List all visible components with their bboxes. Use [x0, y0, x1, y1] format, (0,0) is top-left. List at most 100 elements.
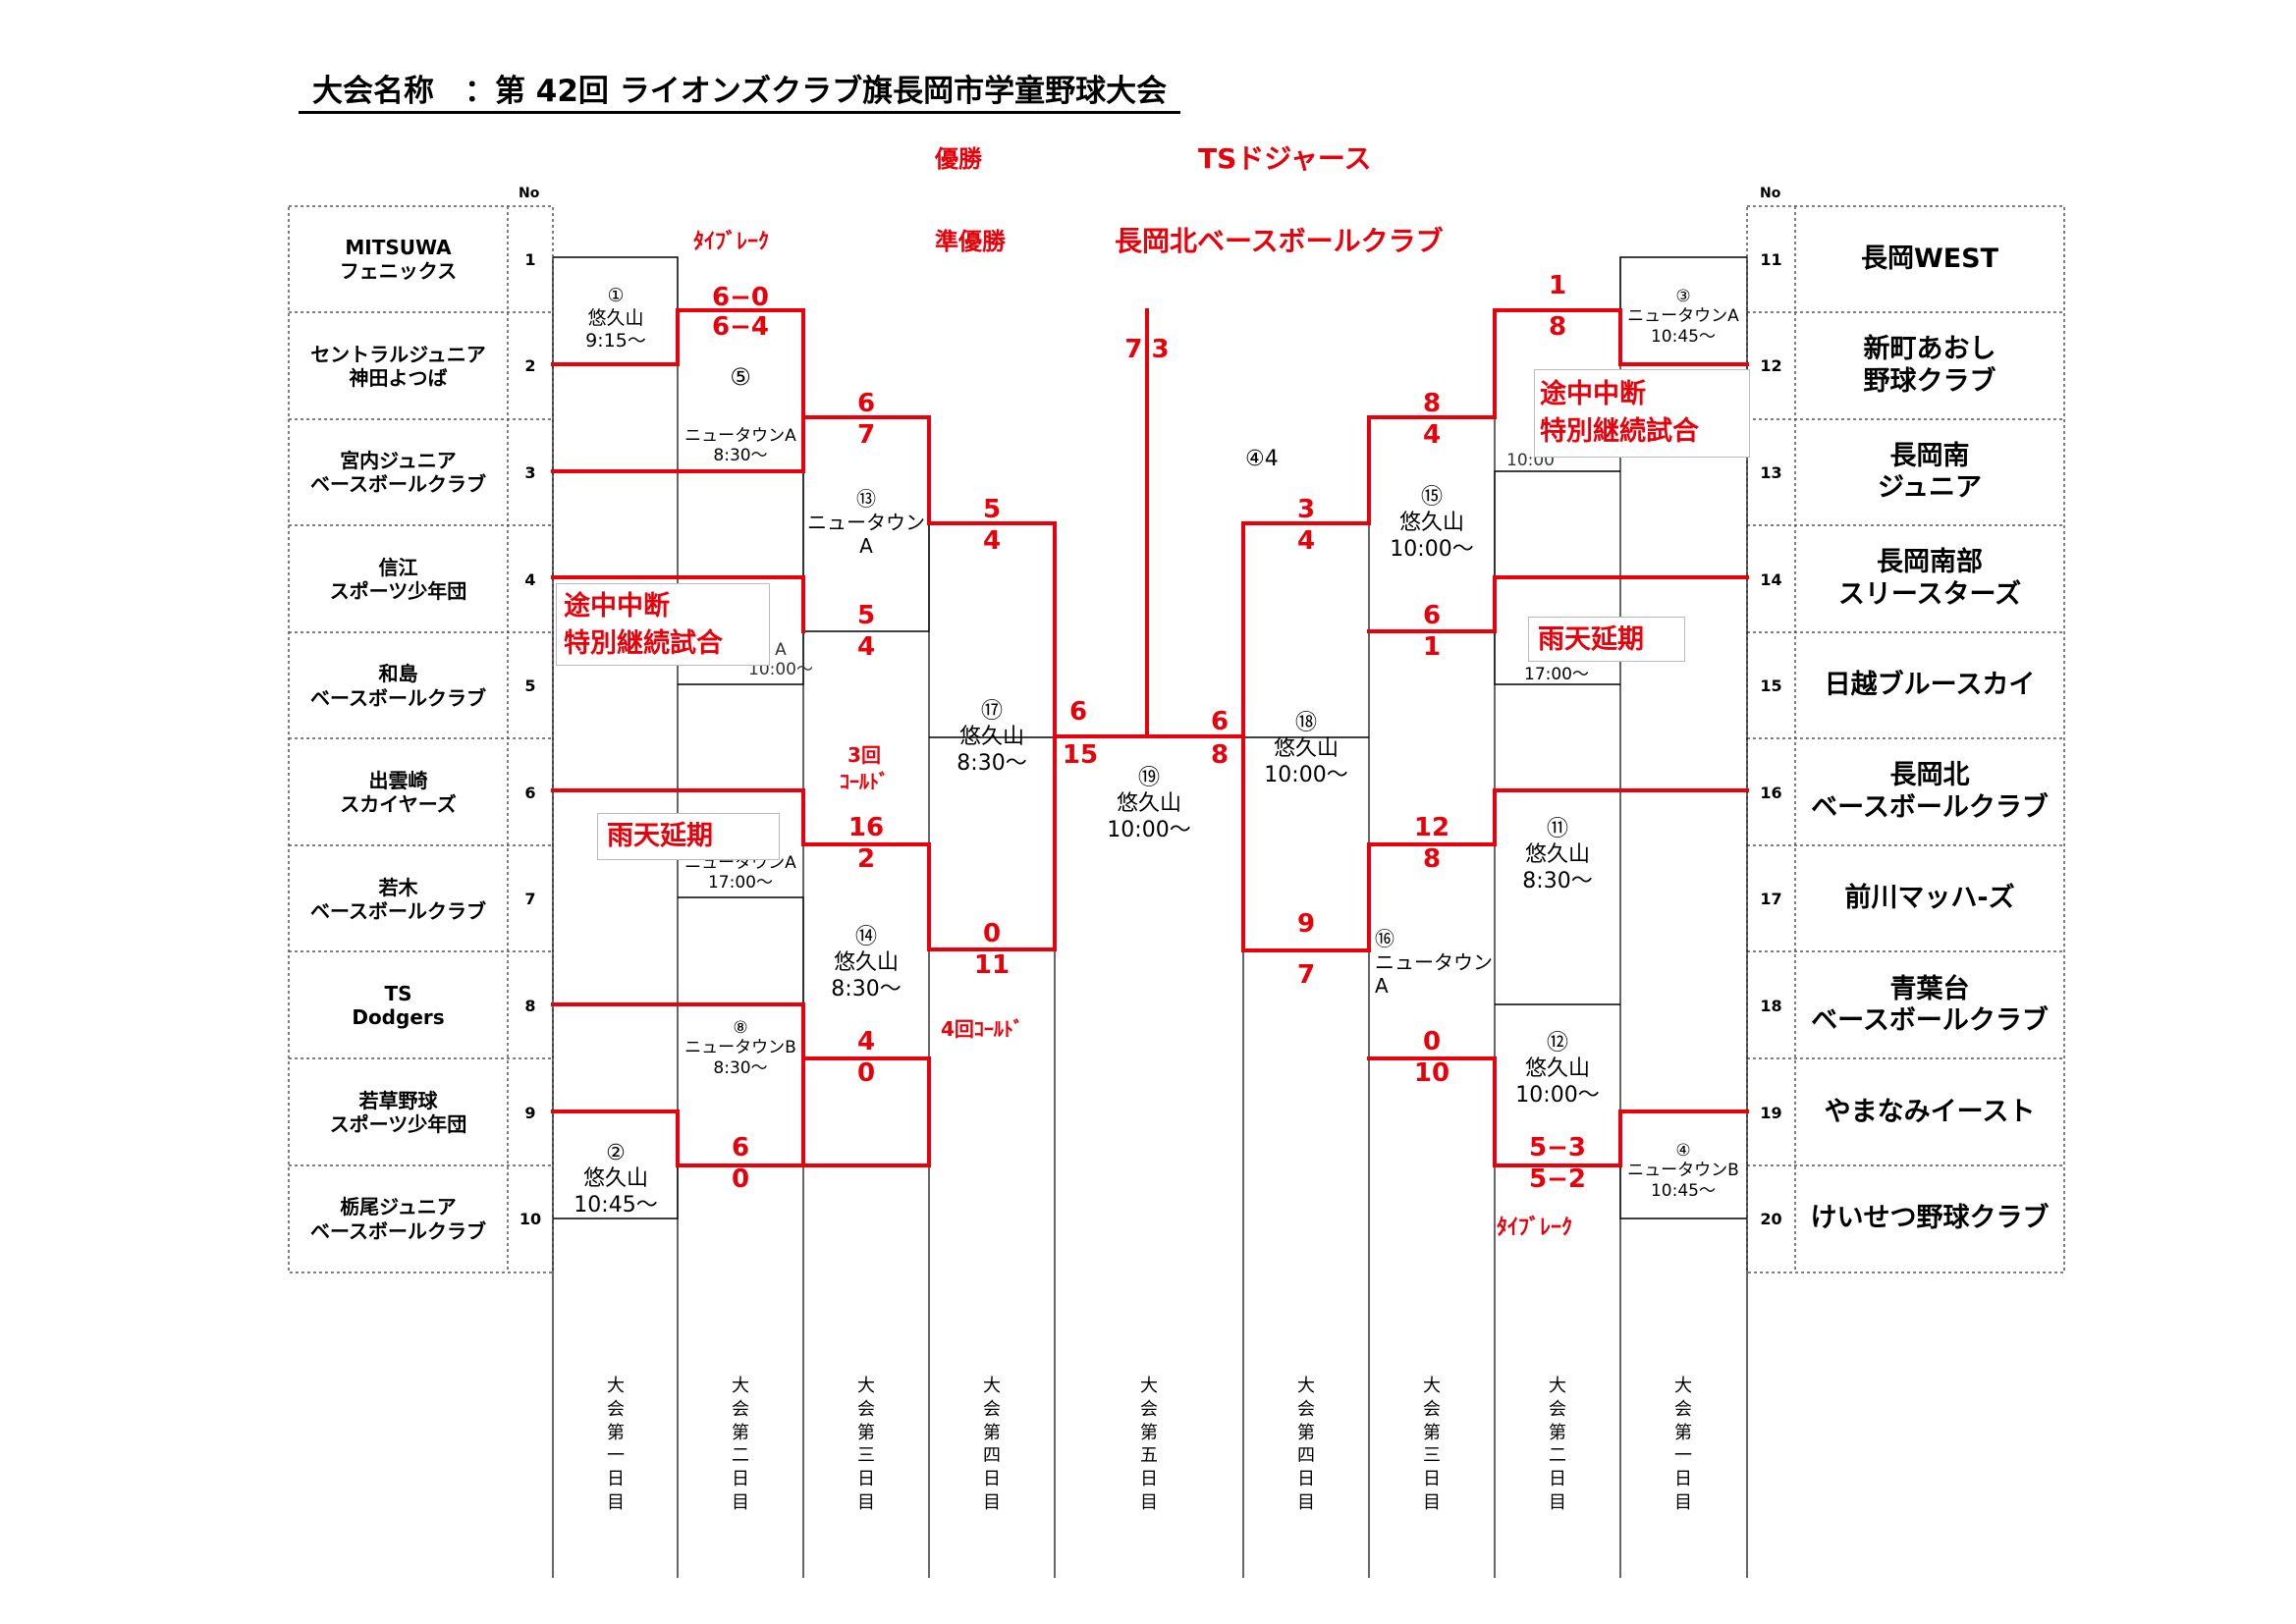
score: 8	[1422, 844, 1442, 874]
score: 0	[856, 1058, 876, 1088]
game-2-label: ② 悠久山 10:45～	[574, 1141, 658, 1218]
game-14-label: ⑭ 悠久山 8:30～	[831, 925, 902, 1001]
suspended-note-right-line2: 特別継続試合	[1540, 416, 1699, 447]
rain-note-left-text: 雨天延期	[607, 821, 713, 851]
right-team-number: 12	[1760, 356, 1782, 376]
left-team-number: 8	[524, 996, 536, 1015]
page-title: 大会名称 ：第 42回 ライオンズクラブ旗長岡市学童野球大会	[299, 77, 1181, 114]
game-4-label: ④ ニュータウンB 10:45～	[1627, 1141, 1739, 1201]
right-team-number: 13	[1760, 462, 1782, 482]
day-label: 大会第二日目	[732, 1376, 749, 1513]
game-15-label: ⑮ 悠久山 10:00～	[1390, 485, 1474, 562]
score: 0	[731, 1164, 750, 1194]
right-team-number: 15	[1760, 677, 1782, 696]
score: 4	[1422, 420, 1442, 450]
called-game-4th-note: 4回ｺｰﾙﾄﾞ	[941, 1017, 1023, 1041]
left-team-name: 宮内ジュニア ベースボールクラブ	[310, 449, 486, 497]
score: 7	[1296, 960, 1316, 990]
score: 6	[1422, 601, 1442, 630]
right-team-name: 長岡南部 スリースターズ	[1837, 547, 2022, 611]
score: 1	[1422, 632, 1442, 662]
game-16-label: ⑯ ニュータウン A	[1375, 927, 1493, 998]
score: 16	[847, 813, 885, 842]
right-team-number: 11	[1760, 249, 1782, 269]
left-team-number: 4	[524, 569, 536, 589]
score: 9	[1296, 909, 1316, 939]
score: 4	[856, 632, 876, 662]
suspended-note-left	[556, 583, 770, 666]
game-18-label: ⑱ 悠久山 10:00～	[1264, 711, 1348, 787]
score: 4	[982, 526, 1002, 556]
suspended-note-left-line2: 特別継続試合	[564, 628, 723, 659]
right-team-number: 17	[1760, 890, 1782, 909]
day-label: 大会第四日目	[983, 1376, 1001, 1513]
tiebreak-note-right: ﾀｲﾌﾞﾚｰｸ	[1497, 1216, 1573, 1240]
game-19-label: ⑲ 悠久山 10:00～	[1107, 766, 1191, 842]
score: 6	[856, 389, 876, 418]
left-team-name: 信江 スポーツ少年団	[329, 555, 467, 604]
game-1-label: ① 悠久山 9:15～	[585, 285, 646, 352]
left-team-number: 9	[524, 1103, 536, 1122]
right-team-name: けいせつ野球クラブ	[1810, 1203, 2050, 1234]
game-4-mark: ④4	[1245, 447, 1279, 471]
left-team-name: TS Dodgers	[352, 982, 445, 1030]
suspended-note-right-line1: 途中中断	[1540, 379, 1646, 409]
rain-note-right	[1528, 617, 1685, 662]
score: 12	[1413, 813, 1450, 842]
score: 10	[1413, 1058, 1450, 1088]
rain-note-left	[597, 813, 780, 860]
right-team-name: やまなみイースト	[1824, 1096, 2036, 1127]
score: 8	[1210, 740, 1230, 770]
left-team-name: 出雲崎 スカイヤーズ	[340, 768, 457, 817]
game-5-venue: ニュータウンA 8:30～	[684, 426, 796, 466]
left-team-number: 10	[519, 1210, 542, 1229]
score: 6	[1210, 707, 1230, 736]
score: 6	[731, 1133, 750, 1163]
left-team-name: 栃尾ジュニア ベースボールクラブ	[310, 1195, 486, 1243]
score: 4	[856, 1027, 876, 1056]
score: 15	[1062, 740, 1099, 770]
game-12-label: ⑫ 悠久山 10:00～	[1515, 1031, 1600, 1108]
bracket-red	[551, 308, 1749, 1167]
score: 5−3	[1529, 1133, 1586, 1163]
left-team-number: 1	[524, 249, 536, 269]
day-label: 大会第二日目	[1549, 1376, 1566, 1513]
day-label: 大会第三日目	[857, 1376, 875, 1513]
no-header-right: No	[1760, 186, 1781, 201]
right-team-name: 長岡WEST	[1860, 243, 1999, 274]
day-label: 大会第三日目	[1423, 1376, 1441, 1513]
called-game-3rd-note: 3回 ｺｰﾙﾄﾞ	[840, 743, 889, 793]
score: 6−4	[712, 312, 769, 342]
suspended-note-left-line1: 途中中断	[564, 591, 670, 622]
score: 3	[1296, 495, 1316, 524]
right-team-number: 18	[1760, 996, 1782, 1015]
right-team-name: 長岡北 ベースボールクラブ	[1811, 760, 2049, 824]
left-team-number: 3	[524, 462, 536, 482]
final-score: 7 3	[1124, 335, 1170, 364]
score: 8	[1422, 389, 1442, 418]
right-team-number: 20	[1760, 1210, 1782, 1229]
game-5-number: ⑤	[730, 363, 751, 391]
right-team-name: 新町あおし 野球クラブ	[1863, 333, 1996, 397]
left-team-number: 6	[524, 783, 536, 802]
score: 11	[973, 950, 1011, 980]
no-header-left: No	[519, 186, 540, 201]
day-label: 大会第一日目	[607, 1376, 625, 1513]
score: 0	[982, 919, 1002, 948]
right-team-number: 14	[1760, 569, 1782, 589]
score: 6	[1068, 697, 1088, 727]
day-label: 大会第五日目	[1140, 1376, 1158, 1513]
left-team-name: セントラルジュニア 神田よつば	[310, 342, 486, 390]
score: 5−2	[1529, 1164, 1586, 1194]
right-team-name: 青葉台 ベースボールクラブ	[1811, 973, 2049, 1037]
suspended-note-right	[1534, 369, 1750, 458]
score: 1	[1548, 271, 1567, 300]
game-13-label: ⑬ ニュータウン A	[807, 487, 925, 558]
champion-label: 優勝	[935, 145, 982, 173]
left-team-name: 若木 ベースボールクラブ	[310, 875, 486, 923]
right-team-name: 長岡南 ジュニア	[1877, 440, 1983, 504]
game-10-venue: 17:00～	[1524, 665, 1589, 684]
runner-up-label: 準優勝	[935, 228, 1006, 255]
score: 7	[856, 420, 876, 450]
champion-name: TSドジャース	[1198, 142, 1372, 175]
